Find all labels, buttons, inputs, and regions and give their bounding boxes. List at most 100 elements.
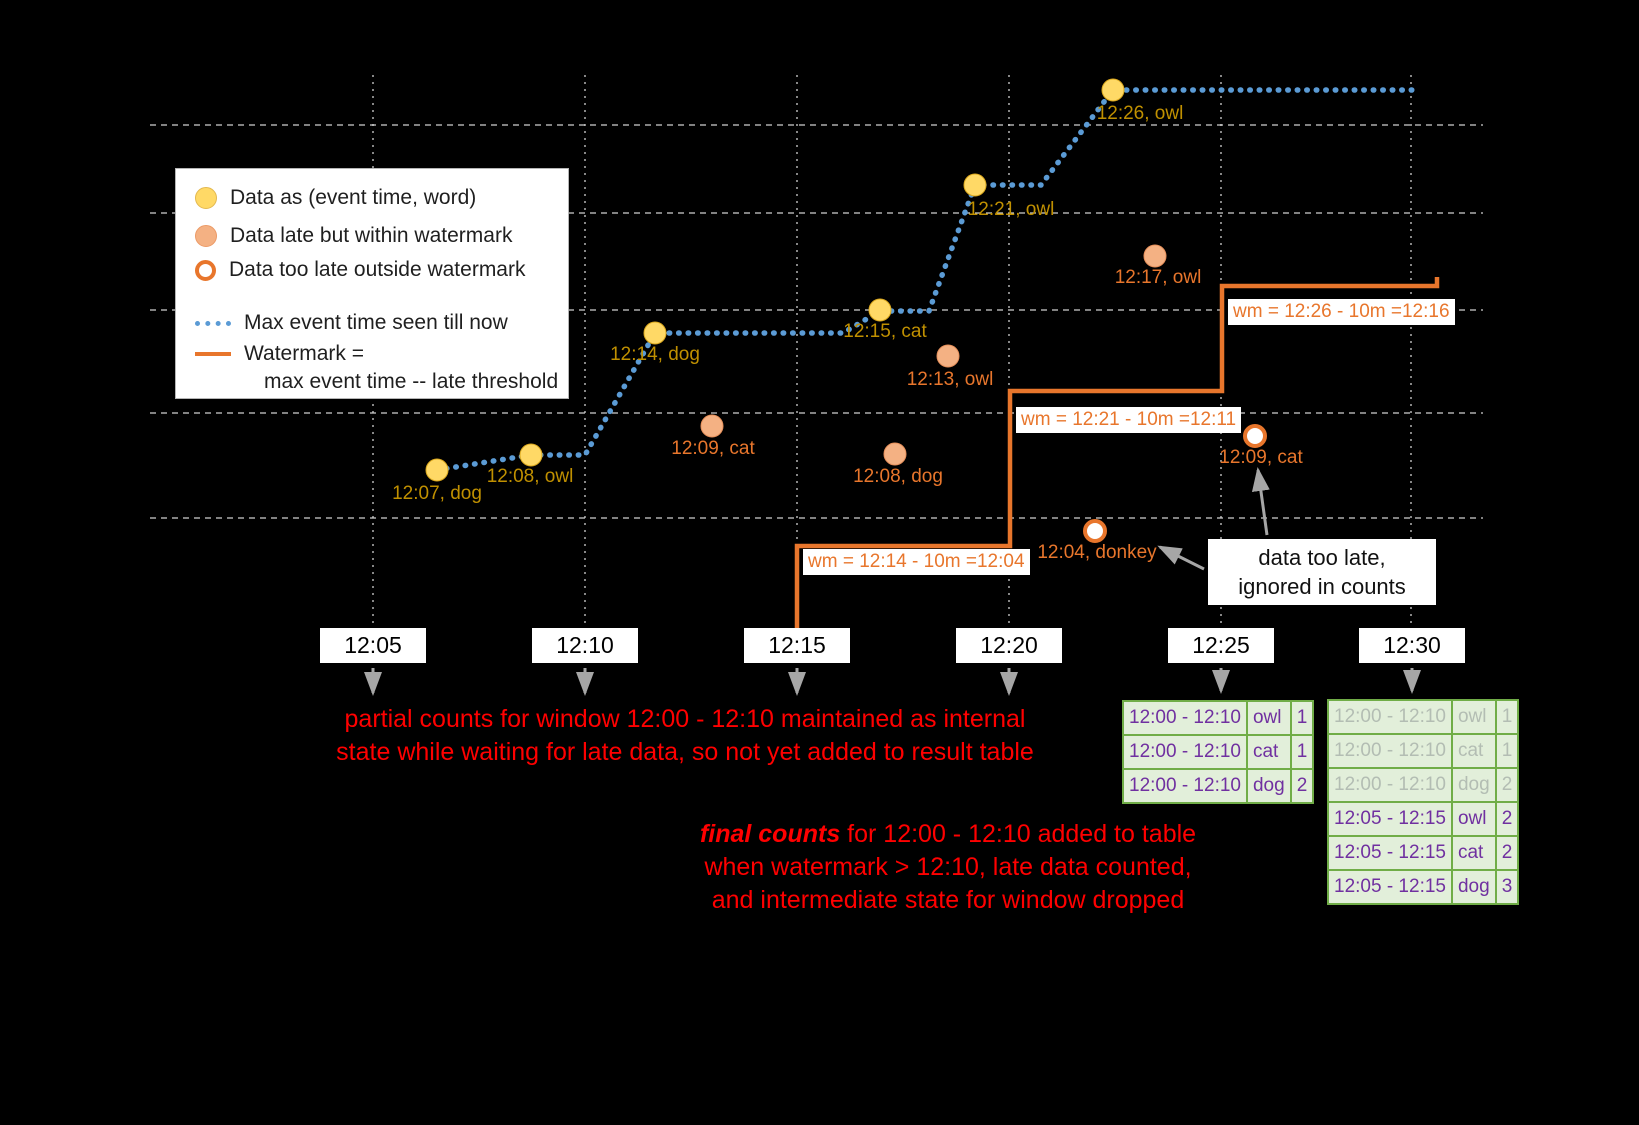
late-point	[1143, 244, 1167, 268]
on-time-point	[1101, 78, 1125, 102]
callout-arrow-donkey	[1157, 545, 1205, 571]
late-point-icon	[195, 225, 217, 247]
axis-tick-1225: 12:25	[1168, 628, 1274, 663]
note-final-line3: and intermediate state for window droppe…	[711, 886, 1185, 914]
point-label-late-1209-cat: 12:09, cat	[671, 438, 755, 459]
word-cell: owl	[1245, 700, 1292, 736]
late-point	[700, 414, 724, 438]
legend-label-watermark: Watermark =	[244, 342, 364, 365]
on-time-point	[519, 443, 543, 467]
point-label-1226-owl: 12:26, owl	[1096, 103, 1184, 124]
window-cell: 12:05 - 12:15	[1327, 869, 1453, 905]
legend-item-too-late: Data too late outside watermark	[195, 255, 525, 285]
count-cell: 1	[1494, 699, 1520, 735]
axis-tick-1205: 12:05	[320, 628, 426, 663]
legend-label-late: Data late but within watermark	[230, 224, 513, 247]
table-row: 12:00 - 12:10 owl 1	[1122, 700, 1315, 736]
table-row-faded: 12:00 - 12:10 dog 2	[1327, 767, 1520, 803]
window-cell: 12:00 - 12:10	[1122, 734, 1248, 770]
point-label-1214-dog: 12:14, dog	[610, 344, 700, 365]
on-time-point	[643, 321, 667, 345]
word-cell: dog	[1450, 767, 1497, 803]
legend-item-max-event: Max event time seen till now	[195, 308, 508, 338]
on-time-point	[425, 458, 449, 482]
word-cell: owl	[1450, 699, 1497, 735]
point-label-1221-owl: 12:21, owl	[967, 199, 1055, 220]
point-label-1215-cat: 12:15, cat	[843, 321, 927, 342]
table-row: 12:05 - 12:15 owl 2	[1327, 801, 1520, 837]
count-cell: 1	[1494, 733, 1520, 769]
watermark-line	[794, 277, 1440, 647]
axis-tick-1210: 12:10	[532, 628, 638, 663]
on-time-point-icon	[195, 187, 217, 209]
word-cell: cat	[1450, 835, 1497, 871]
too-late-point	[1243, 424, 1267, 448]
legend-label-watermark-cont: max event time -- late threshold	[264, 370, 559, 393]
note-partial-counts: partial counts for window 12:00 - 12:10 …	[336, 703, 1034, 769]
late-point	[883, 442, 907, 466]
callout-arrow-cat	[1251, 467, 1270, 536]
word-cell: cat	[1450, 733, 1497, 769]
too-late-callout-line2: ignored in counts	[1238, 574, 1406, 599]
legend-label-too-late: Data too late outside watermark	[229, 258, 526, 281]
legend: Data as (event time, word) Data late but…	[175, 168, 569, 399]
table-row: 12:00 - 12:10 dog 2	[1122, 768, 1315, 804]
too-late-point	[1083, 519, 1107, 543]
point-label-1207-dog: 12:07, dog	[392, 483, 482, 504]
legend-label-max-event: Max event time seen till now	[244, 311, 508, 334]
note-final-line2: when watermark > 12:10, late data counte…	[704, 853, 1192, 881]
window-cell: 12:00 - 12:10	[1327, 733, 1453, 769]
note-final-line1-rest: for 12:00 - 12:10 added to table	[840, 820, 1197, 848]
axis-tick-1215: 12:15	[744, 628, 850, 663]
too-late-point-icon	[195, 259, 216, 281]
trigger-arrows	[364, 668, 1421, 696]
late-point	[936, 344, 960, 368]
word-cell: owl	[1450, 801, 1497, 837]
legend-item-watermark-cont: max event time -- late threshold	[264, 367, 558, 397]
too-late-callout: data too late, ignored in counts	[1208, 539, 1436, 605]
table-row: 12:05 - 12:15 dog 3	[1327, 869, 1520, 905]
axis-tick-1230: 12:30	[1359, 628, 1465, 663]
word-cell: dog	[1450, 869, 1497, 905]
table-row: 12:05 - 12:15 cat 2	[1327, 835, 1520, 871]
max-event-line-icon	[195, 320, 231, 326]
watermark-value-label-3: wm = 12:26 - 10m =12:16	[1228, 299, 1455, 325]
late-points	[700, 244, 1167, 466]
point-label-toolate-1209-cat: 12:09, cat	[1219, 447, 1303, 468]
watermark-value-label-2: wm = 12:21 - 10m =12:11	[1016, 407, 1242, 433]
window-cell: 12:05 - 12:15	[1327, 835, 1453, 871]
on-time-point	[868, 298, 892, 322]
window-cell: 12:00 - 12:10	[1327, 767, 1453, 803]
legend-item-watermark: Watermark =	[195, 339, 364, 369]
too-late-callout-line1: data too late,	[1258, 545, 1386, 570]
count-cell: 2	[1494, 801, 1520, 837]
on-time-point	[963, 173, 987, 197]
watermark-line-icon	[195, 352, 231, 356]
point-label-late-1208-dog: 12:08, dog	[853, 466, 943, 487]
window-cell: 12:05 - 12:15	[1327, 801, 1453, 837]
point-label-late-1217-owl: 12:17, owl	[1114, 267, 1202, 288]
legend-label-on-time: Data as (event time, word)	[230, 186, 477, 209]
note-partial-line2: state while waiting for late data, so no…	[336, 738, 1034, 766]
note-partial-line1: partial counts for window 12:00 - 12:10 …	[344, 705, 1026, 733]
point-label-toolate-1204-donkey: 12:04, donkey	[1037, 542, 1157, 563]
result-table-1230: 12:00 - 12:10 owl 1 12:00 - 12:10 cat 1 …	[1327, 699, 1520, 905]
word-cell: dog	[1245, 768, 1292, 804]
table-row: 12:00 - 12:10 cat 1	[1122, 734, 1315, 770]
legend-item-on-time: Data as (event time, word)	[195, 183, 476, 213]
point-label-late-1213-owl: 12:13, owl	[906, 369, 994, 390]
table-row-faded: 12:00 - 12:10 cat 1	[1327, 733, 1520, 769]
note-final-emphasis: final counts	[699, 820, 841, 848]
count-cell: 1	[1289, 734, 1315, 770]
count-cell: 1	[1289, 700, 1315, 736]
count-cell: 2	[1494, 767, 1520, 803]
window-cell: 12:00 - 12:10	[1122, 700, 1248, 736]
point-label-1208-owl: 12:08, owl	[486, 466, 574, 487]
result-table-1225: 12:00 - 12:10 owl 1 12:00 - 12:10 cat 1 …	[1122, 700, 1315, 804]
word-cell: cat	[1245, 734, 1292, 770]
note-final-counts: final counts for 12:00 - 12:10 added to …	[700, 818, 1196, 917]
note-final-line1: final counts for 12:00 - 12:10 added to …	[700, 818, 1196, 851]
table-row-faded: 12:00 - 12:10 owl 1	[1327, 699, 1520, 735]
on-time-points	[425, 78, 1125, 482]
